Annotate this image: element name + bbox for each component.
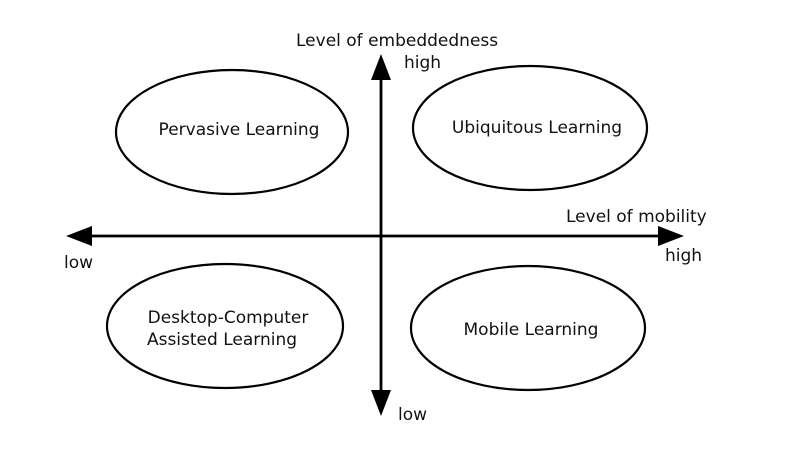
mobile-learning-label: Mobile Learning <box>464 320 599 340</box>
pervasive-learning-label: Pervasive Learning <box>159 120 320 140</box>
mobile-learning-ellipse <box>409 264 647 392</box>
horizontal-axis-right-arrowhead <box>658 226 684 246</box>
desktop-computer-label-line1: Desktop-Computer <box>148 308 309 328</box>
horizontal-axis-high-label: high <box>665 246 702 266</box>
vertical-axis-low-label: low <box>398 405 427 425</box>
pervasive-learning-ellipse <box>114 68 350 196</box>
desktop-computer-label-line2: Assisted Learning <box>147 330 297 350</box>
vertical-axis-bottom-arrowhead <box>371 390 391 416</box>
desktop-computer-assisted-learning-ellipse <box>105 262 345 390</box>
horizontal-axis-low-label: low <box>64 253 93 273</box>
ubiquitous-learning-label: Ubiquitous Learning <box>452 118 622 138</box>
vertical-axis-top-arrowhead <box>371 54 391 80</box>
horizontal-axis-title: Level of mobility <box>566 207 707 227</box>
ubiquitous-learning-ellipse <box>411 64 649 192</box>
vertical-axis-high-label: high <box>404 53 441 73</box>
vertical-axis-title: Level of embeddedness <box>296 31 498 51</box>
horizontal-axis-left-arrowhead <box>66 226 92 246</box>
